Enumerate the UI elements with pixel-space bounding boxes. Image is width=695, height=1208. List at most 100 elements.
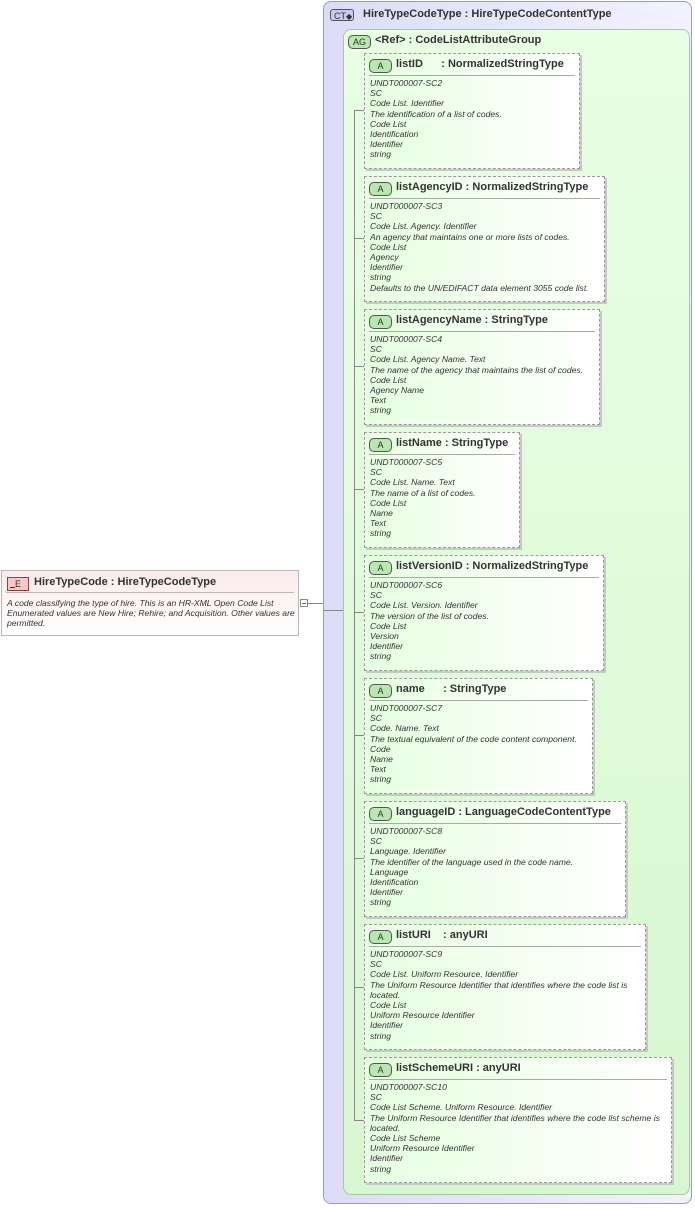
attribute-doc-line: Code List	[370, 241, 407, 252]
attribute-doc-line: Uniform Resource Identifier	[370, 1010, 475, 1021]
attribute-doc-line: Agency Name	[370, 385, 424, 396]
attribute-doc-line: SC	[370, 836, 382, 847]
attribute-doc-line: string	[370, 528, 392, 539]
attribute-doc-line: Name	[370, 754, 393, 765]
attribute-group-title: <Ref> : CodeListAttributeGroup	[375, 34, 542, 46]
attribute-title: listAgencyID : NormalizedStringType	[396, 181, 589, 193]
attribute-doc-line: Code List	[370, 1000, 407, 1011]
attribute-divider	[369, 75, 575, 76]
attribute-doc-line: Identification	[370, 877, 419, 888]
attribute-title: listVersionID : NormalizedStringType	[396, 560, 589, 572]
attribute-divider	[369, 946, 641, 947]
element-title: HireTypeCode : HireTypeCodeType	[34, 576, 217, 588]
attribute-doc-line: Agency	[370, 252, 399, 263]
element-divider	[6, 592, 294, 593]
attribute-badge-icon: A	[369, 438, 392, 452]
connector-line	[308, 603, 323, 604]
attribute-doc-line: Language. Identifier	[370, 846, 446, 857]
attribute-doc-line: SC	[370, 959, 382, 970]
attribute-doc-line: Text	[370, 764, 386, 775]
attribute-doc-line: Code List. Version. Identifier	[370, 600, 478, 611]
attribute-badge-icon: A	[369, 1063, 392, 1077]
attribute-doc-line: The identification of a list of codes.	[370, 108, 502, 119]
attribute-doc-line: Language	[370, 866, 409, 877]
attribute-doc-line: SC	[370, 88, 382, 99]
attribute-doc-line: The identifier of the language used in t…	[370, 856, 574, 867]
attribute-doc-line: The name of a list of codes.	[370, 487, 476, 498]
attribute-doc-line: SC	[370, 590, 382, 601]
attribute-doc-line: Code List Scheme	[370, 1133, 441, 1144]
attribute-doc-line: The Uniform Resource Identifier that ide…	[370, 979, 628, 1000]
attribute-connector-line	[354, 735, 364, 736]
attribute-doc-line: Identifier	[370, 1020, 403, 1031]
attribute-doc-line: SC	[370, 211, 382, 222]
attribute-doc-line: Code	[370, 743, 391, 754]
attribute-doc-line: string	[370, 1163, 392, 1174]
attribute-doc-line: Code List	[370, 497, 407, 508]
attribute-connector-line	[354, 110, 364, 111]
element-box[interactable]: E HireTypeCode : HireTypeCodeType A code…	[1, 570, 299, 636]
attribute-doc-line: string	[370, 272, 392, 283]
attribute-doc-line: UNDT000007-SC3	[370, 201, 443, 211]
collapse-toggle-icon[interactable]	[300, 599, 308, 607]
attribute-title: listName : StringType	[396, 437, 509, 449]
attribute-connector-line	[354, 858, 364, 859]
attribute-doc-line: Text	[370, 518, 386, 529]
complex-type-badge-label: CT	[334, 11, 346, 21]
attribute-badge-icon: A	[369, 684, 392, 698]
attribute-doc-line: Code List	[370, 374, 407, 385]
attribute-badge-icon: A	[369, 561, 392, 575]
attribute-badge-icon: A	[369, 315, 392, 329]
attribute-doc-line: Code List	[370, 118, 407, 129]
attribute-badge-icon: A	[369, 182, 392, 196]
attribute-doc-line: UNDT000007-SC5	[370, 457, 443, 467]
attribute-doc-line: UNDT000007-SC8	[370, 826, 443, 836]
attribute-doc-line: Code List	[370, 620, 407, 631]
attribute-spine-line	[354, 110, 355, 1120]
attribute-doc-line: Identifier	[370, 262, 403, 273]
attribute-doc-line: The version of the list of codes.	[370, 610, 489, 621]
attribute-doc-line: UNDT000007-SC7	[370, 703, 443, 713]
attribute-divider	[369, 331, 595, 332]
attribute-connector-line	[354, 987, 364, 988]
complex-type-sequence-icon: ◆	[346, 12, 353, 21]
attribute-connector-line	[354, 366, 364, 367]
attribute-doc-line: SC	[370, 1092, 382, 1103]
attribute-doc-line: The name of the agency that maintains th…	[370, 364, 584, 375]
attribute-doc-line: UNDT000007-SC6	[370, 580, 443, 590]
attribute-title: listAgencyName : StringType	[396, 314, 548, 326]
attribute-title: listURI : anyURI	[396, 929, 488, 941]
attribute-doc-line: Uniform Resource Identifier	[370, 1143, 475, 1154]
element-badge-icon: E	[7, 577, 29, 591]
connector-line-ag	[323, 610, 354, 611]
attribute-divider	[369, 700, 588, 701]
element-documentation: A code classifying the type of hire. Thi…	[7, 598, 295, 628]
attribute-doc-line: UNDT000007-SC2	[370, 78, 443, 88]
attribute-title: listID : NormalizedStringType	[396, 58, 564, 70]
attribute-doc-line: Code List. Identifier	[370, 98, 445, 109]
attribute-doc-line: SC	[370, 344, 382, 355]
attribute-connector-line	[354, 238, 364, 239]
attribute-title: listSchemeURI : anyURI	[396, 1062, 521, 1074]
attribute-doc-line: Identifier	[370, 139, 403, 150]
attribute-badge-icon: A	[369, 807, 392, 821]
attribute-doc-line: Code List. Agency. Identifier	[370, 221, 477, 232]
attribute-divider	[369, 823, 621, 824]
attribute-connector-line	[354, 489, 364, 490]
attribute-doc-line: string	[370, 149, 392, 160]
attribute-doc-line: string	[370, 774, 392, 785]
attribute-doc-line: Code List. Uniform Resource. Identifier	[370, 969, 519, 980]
attribute-doc-line: SC	[370, 713, 382, 724]
